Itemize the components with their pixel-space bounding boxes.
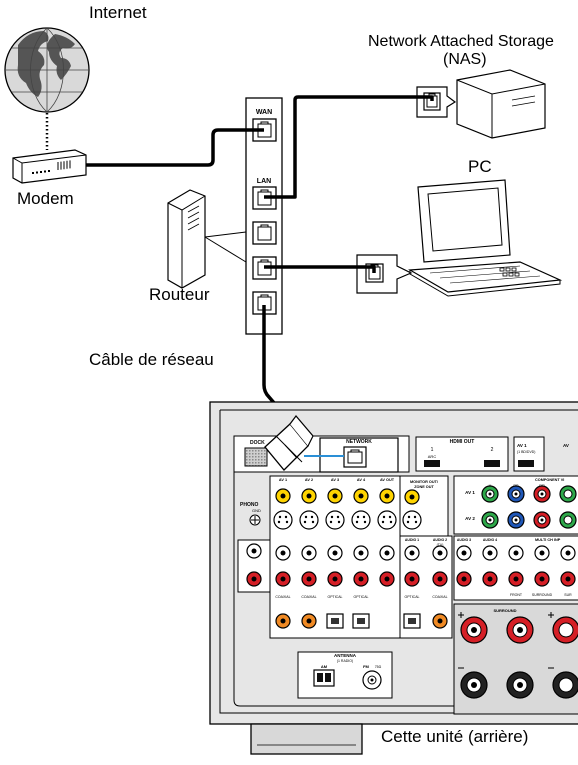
av-column-label: AV OUT: [380, 478, 395, 482]
hdmi-out-2-port[interactable]: [484, 460, 500, 467]
audio2-label: AUDIO 2: [433, 538, 447, 542]
av-input-column: AV 3 OPTICAL: [325, 478, 345, 629]
component-jacks: [481, 485, 577, 529]
multi-sur-label: SUR: [564, 593, 572, 597]
router-label: Routeur: [149, 285, 210, 304]
dock-port[interactable]: [244, 447, 268, 467]
network-cables: [86, 95, 434, 413]
audio2-tv-label: (TV): [437, 543, 444, 547]
hdmi-out-label: HDMI OUT: [450, 439, 475, 445]
wan-label: WAN: [256, 109, 272, 116]
pc-port-callout: [356, 254, 413, 294]
antenna-label: ANTENNA: [334, 653, 357, 658]
router-tower-icon: [167, 189, 247, 289]
s-video-jack[interactable]: [299, 510, 319, 530]
av-column-label: AV 1: [279, 478, 287, 482]
av-input-column: AV 1 COAXIAL: [273, 478, 293, 629]
hdmi-av1-port[interactable]: [518, 460, 534, 467]
lan-label: LAN: [257, 178, 271, 185]
audio4-label: AUDIO 4: [483, 538, 497, 542]
network-label: NETWORK: [346, 439, 372, 445]
lan-to-nas-cable: [264, 95, 434, 199]
pc-icon: [408, 179, 563, 297]
hdmi-1-label: 1: [431, 447, 434, 453]
gnd-label: GND: [252, 508, 261, 513]
av-column-label: AV 4: [357, 478, 366, 482]
nas-label-line2: (NAS): [443, 51, 487, 68]
nas-label-line1: Network Attached Storage: [368, 33, 554, 50]
coaxial-label: COAXIAL: [275, 595, 290, 599]
monitor-out-label: MONITOR OUT/: [410, 480, 439, 484]
audio1-label: AUDIO 1: [405, 538, 419, 542]
antenna-radio-label: (1 RADIO): [337, 659, 353, 663]
hdmi-out-1-port[interactable]: [424, 460, 440, 467]
hdmi-arc-label: ARC: [428, 454, 437, 459]
speaker-terminals: [460, 616, 578, 699]
audio3-label: AUDIO 3: [457, 538, 471, 542]
receiver-rear-panel: DOCK NETWORK HDMI OUT 1 ARC 2 AV 1 (1 BD…: [209, 401, 578, 755]
coaxial-label: COAXIAL: [301, 595, 316, 599]
hdmi-av1-label: AV 1: [517, 443, 527, 448]
multi-surround-label: SURROUND: [532, 593, 553, 597]
network-cable-label: Câble de réseau: [89, 350, 214, 369]
multi-ch-input-label: MULTI CH INP: [535, 538, 561, 542]
nas-port-callout: [416, 86, 457, 118]
fm-label: FM: [363, 664, 369, 669]
audio1-optical-label: OPTICAL: [405, 595, 420, 599]
surround-speaker-label: SURROUND: [493, 608, 516, 613]
monitor-out-svideo-jack[interactable]: [402, 510, 422, 530]
lan-to-pc-cable: [264, 265, 376, 273]
hdmi-av1-sub-label: (1 BD/DVD): [517, 450, 535, 454]
audio-jacks-right: [456, 545, 576, 587]
av-input-column: AV 2 COAXIAL: [299, 478, 319, 629]
fm-ohm-label: 75Ω: [375, 665, 382, 669]
component-av1-label: AV 1: [465, 490, 475, 495]
receiver-foot: [250, 723, 363, 755]
av-input-column: AV 4 OPTICAL: [351, 478, 371, 629]
ethernet-plug-icon: [264, 415, 314, 471]
modem-icon: [12, 149, 87, 184]
hdmi-av2-label: AV: [563, 443, 569, 448]
audio2-coaxial-label: COAXIAL: [432, 595, 447, 599]
multi-front-label: FRONT: [510, 593, 523, 597]
router-port-panel: WAN LAN: [245, 97, 283, 335]
hdmi-2-label: 2: [491, 447, 494, 453]
optical-label: OPTICAL: [328, 595, 343, 599]
av-column-label: AV 2: [305, 478, 313, 482]
phono-label: PHONO: [240, 502, 258, 508]
av-column-label: AV 3: [331, 478, 339, 482]
s-video-jack[interactable]: [273, 510, 293, 530]
am-label: AM: [321, 664, 328, 669]
modem-label: Modem: [17, 189, 74, 208]
component-av2-label: AV 2: [465, 516, 475, 521]
av-input-column: AV OUT: [377, 478, 397, 587]
pc-label: PC: [468, 157, 492, 176]
optical-label: OPTICAL: [354, 595, 369, 599]
unit-rear-label: Cette unité (arrière): [381, 727, 529, 746]
router-to-unit-cable: [262, 305, 283, 413]
globe-icon: [4, 27, 90, 113]
dock-label: DOCK: [250, 440, 265, 446]
s-video-jack[interactable]: [325, 510, 345, 530]
component-video-label: COMPONENT VI: [535, 478, 564, 482]
s-video-jack[interactable]: [377, 510, 397, 530]
nas-icon: [456, 69, 546, 139]
s-video-jack[interactable]: [351, 510, 371, 530]
modem-to-wan-cable: [86, 128, 264, 167]
zone-out-label: ZONE OUT: [414, 485, 434, 489]
internet-label: Internet: [89, 3, 147, 22]
